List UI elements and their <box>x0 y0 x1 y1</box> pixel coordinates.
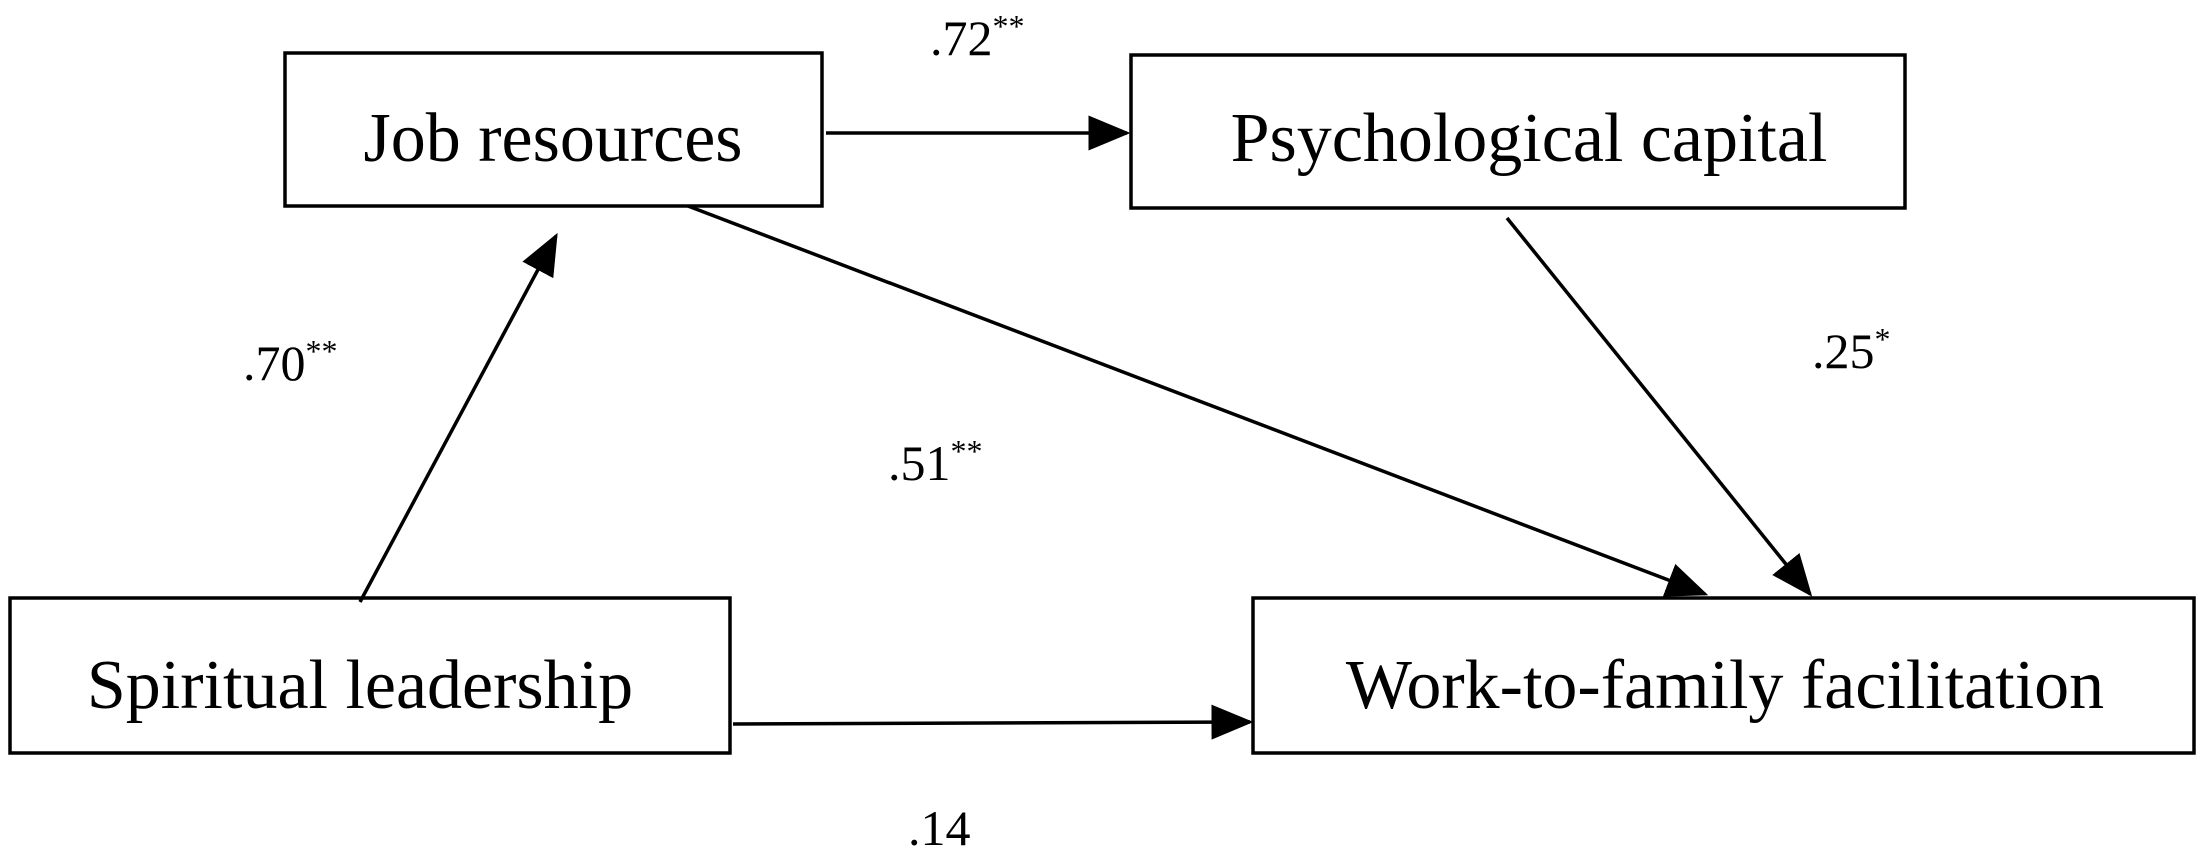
node-job-resources: Job resources <box>283 51 824 208</box>
coef-value: .70 <box>243 335 306 391</box>
node-job-resources-label: Job resources <box>363 100 742 177</box>
node-psychological-capital: Psychological capital <box>1129 53 1907 210</box>
arrow-spiritual-to-job <box>358 232 558 603</box>
coef-significance: * <box>1875 321 1891 357</box>
arrow-job-to-work-family <box>687 204 1709 597</box>
arrow-psychological-capital-to-work-family <box>1505 216 1813 597</box>
coef-value: .72 <box>930 10 993 66</box>
node-spiritual-leadership-box <box>8 596 732 755</box>
node-spiritual-leadership-label: Spiritual leadership <box>87 647 633 724</box>
coef-psychological-capital-to-work-family: .25* <box>1812 321 1891 379</box>
coef-value: .25 <box>1812 323 1875 379</box>
coef-significance: ** <box>993 8 1025 44</box>
coef-spiritual-to-job: .70** <box>243 333 338 391</box>
coef-value: .51 <box>888 435 951 491</box>
coef-job-to-work-family: .51** <box>888 433 983 491</box>
coef-spiritual-to-work-family: .14 <box>908 800 971 852</box>
coef-value: .14 <box>908 800 971 852</box>
node-job-resources-box <box>283 51 824 208</box>
node-work-to-family-facilitation: Work-to-family facilitation <box>1251 596 2196 755</box>
node-work-to-family-facilitation-label: Work-to-family facilitation <box>1346 647 2104 724</box>
arrow-spiritual-to-work-family <box>732 704 1254 740</box>
coef-job-to-psychological-capital: .72** <box>930 8 1025 66</box>
node-psychological-capital-box <box>1129 53 1907 210</box>
node-psychological-capital-label: Psychological capital <box>1231 100 1828 177</box>
node-spiritual-leadership: Spiritual leadership <box>8 596 732 755</box>
coef-significance: ** <box>306 333 338 369</box>
node-work-to-family-facilitation-box <box>1251 596 2196 755</box>
coef-significance: ** <box>951 433 983 469</box>
